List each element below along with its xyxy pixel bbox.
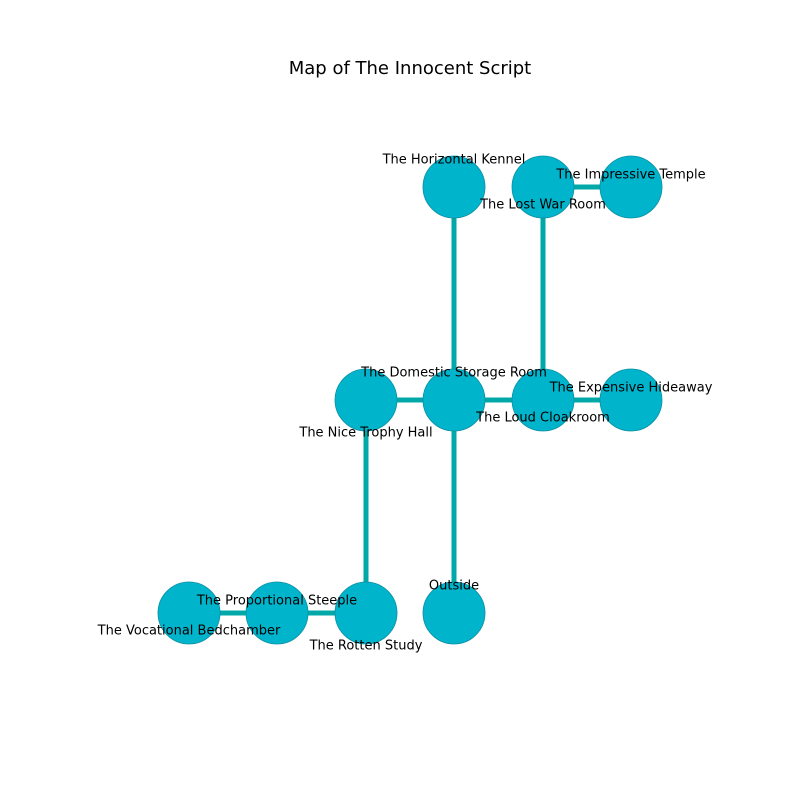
node-rotten-study <box>334 581 398 645</box>
node-loud-cloakroom <box>511 368 575 432</box>
node-label-expensive-hideaway: The Expensive Hideaway <box>549 381 713 396</box>
node-label-vocational-bedchamber: The Vocational Bedchamber <box>97 624 281 639</box>
node-expensive-hideaway <box>599 368 663 432</box>
node-vocational-bedchamber <box>157 581 221 645</box>
node-nice-trophy-hall <box>334 368 398 432</box>
node-label-proportional-steeple: The Proportional Steeple <box>196 594 357 609</box>
node-domestic-storage-room <box>422 368 486 432</box>
node-label-impressive-temple: The Impressive Temple <box>555 168 705 183</box>
node-outside <box>422 581 486 645</box>
node-label-horizontal-kennel: The Horizontal Kennel <box>382 153 526 168</box>
map-title: Map of The Innocent Script <box>289 58 531 79</box>
nodes-layer <box>157 155 663 645</box>
node-label-domestic-storage-room: The Domestic Storage Room <box>360 366 547 381</box>
node-label-nice-trophy-hall: The Nice Trophy Hall <box>298 426 432 441</box>
node-horizontal-kennel <box>422 155 486 219</box>
node-label-rotten-study: The Rotten Study <box>309 639 423 654</box>
node-label-lost-war-room: The Lost War Room <box>479 198 606 213</box>
node-proportional-steeple <box>245 581 309 645</box>
node-impressive-temple <box>599 155 663 219</box>
node-lost-war-room <box>511 155 575 219</box>
node-label-loud-cloakroom: The Loud Cloakroom <box>475 411 610 426</box>
node-label-outside: Outside <box>429 579 479 594</box>
